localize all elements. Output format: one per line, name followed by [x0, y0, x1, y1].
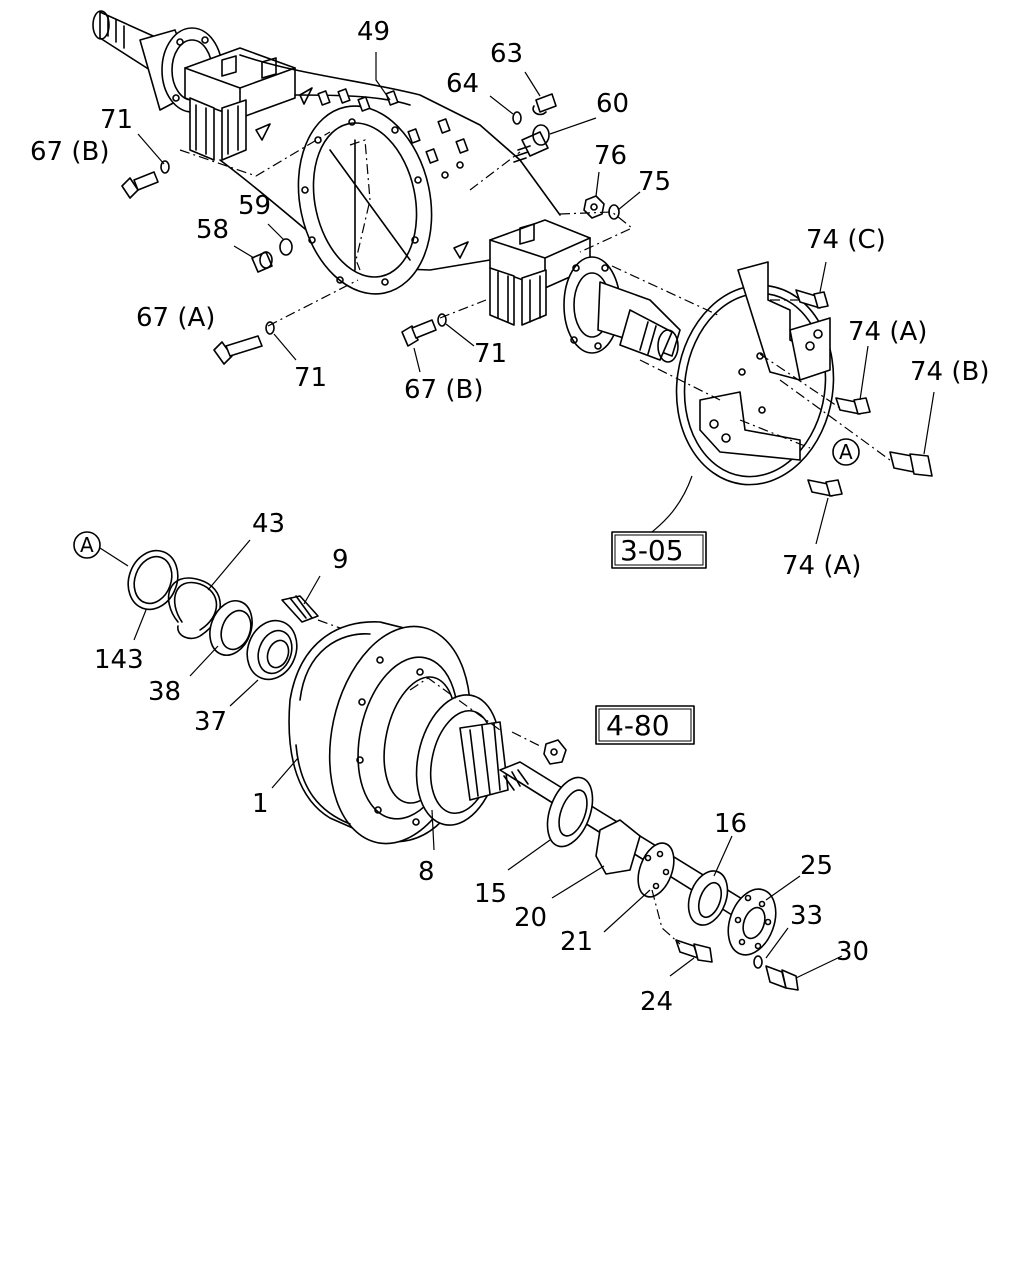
callout-33: 33: [790, 901, 823, 931]
callout-24: 24: [640, 987, 673, 1017]
callout-1: 1: [252, 789, 269, 819]
callout-71-upper: 71: [100, 105, 133, 135]
reference-box-4-80: 4-80: [595, 705, 695, 745]
callout-20: 20: [514, 903, 547, 933]
callout-67b-mid: 67 (B): [404, 375, 483, 405]
callout-74a-upper: 74 (A): [848, 317, 927, 347]
callout-71-lower-mid: 71: [474, 339, 507, 369]
callout-71-lower-left: 71: [294, 363, 327, 393]
reference-label-4-80: 4-80: [606, 709, 670, 742]
callout-74b: 74 (B): [910, 357, 989, 387]
lower-assembly-lines: [317, 619, 681, 945]
callout-9: 9: [332, 545, 349, 575]
callout-49: 49: [357, 17, 390, 47]
callout-60: 60: [596, 89, 629, 119]
callout-16: 16: [714, 809, 747, 839]
marker-a-lower-label: A: [80, 533, 94, 557]
callout-8: 8: [418, 857, 435, 887]
callout-74c: 74 (C): [806, 225, 886, 255]
lower-leader-lines: [99, 539, 843, 979]
callout-30: 30: [836, 937, 869, 967]
upper-leader-lines: [137, 52, 935, 545]
callout-64: 64: [446, 69, 479, 99]
callout-25: 25: [800, 851, 833, 881]
callout-43: 43: [252, 509, 285, 539]
callout-143: 143: [94, 645, 144, 675]
reference-label-3-05: 3-05: [620, 534, 684, 567]
housing-bolts: [317, 88, 469, 179]
callout-67b-top: 67 (B): [30, 137, 109, 167]
callout-21: 21: [560, 927, 593, 957]
axle-housing: [92, 10, 681, 363]
callout-67a: 67 (A): [136, 303, 215, 333]
callout-58: 58: [196, 215, 229, 245]
callout-74a-lower: 74 (A): [782, 551, 861, 581]
callout-59: 59: [238, 191, 271, 221]
callout-37: 37: [194, 707, 227, 737]
callout-38: 38: [148, 677, 181, 707]
reference-box-3-05: 3-05: [611, 531, 707, 569]
upper-assembly-lines: [179, 131, 891, 461]
callout-75: 75: [638, 167, 671, 197]
marker-a-lower: A: [73, 531, 101, 559]
marker-a-upper: A: [832, 438, 860, 466]
callout-15: 15: [474, 879, 507, 909]
callout-76: 76: [594, 141, 627, 171]
marker-a-upper-label: A: [839, 440, 853, 464]
hub-drum-assembly: [127, 549, 799, 991]
callout-labels: 49 63 64 60 71 67 (B) 76 75 59 58 74 (C)…: [30, 17, 989, 1017]
upper-bolts: [121, 171, 933, 497]
callout-63: 63: [490, 39, 523, 69]
brake-backing-plate: [675, 261, 835, 486]
